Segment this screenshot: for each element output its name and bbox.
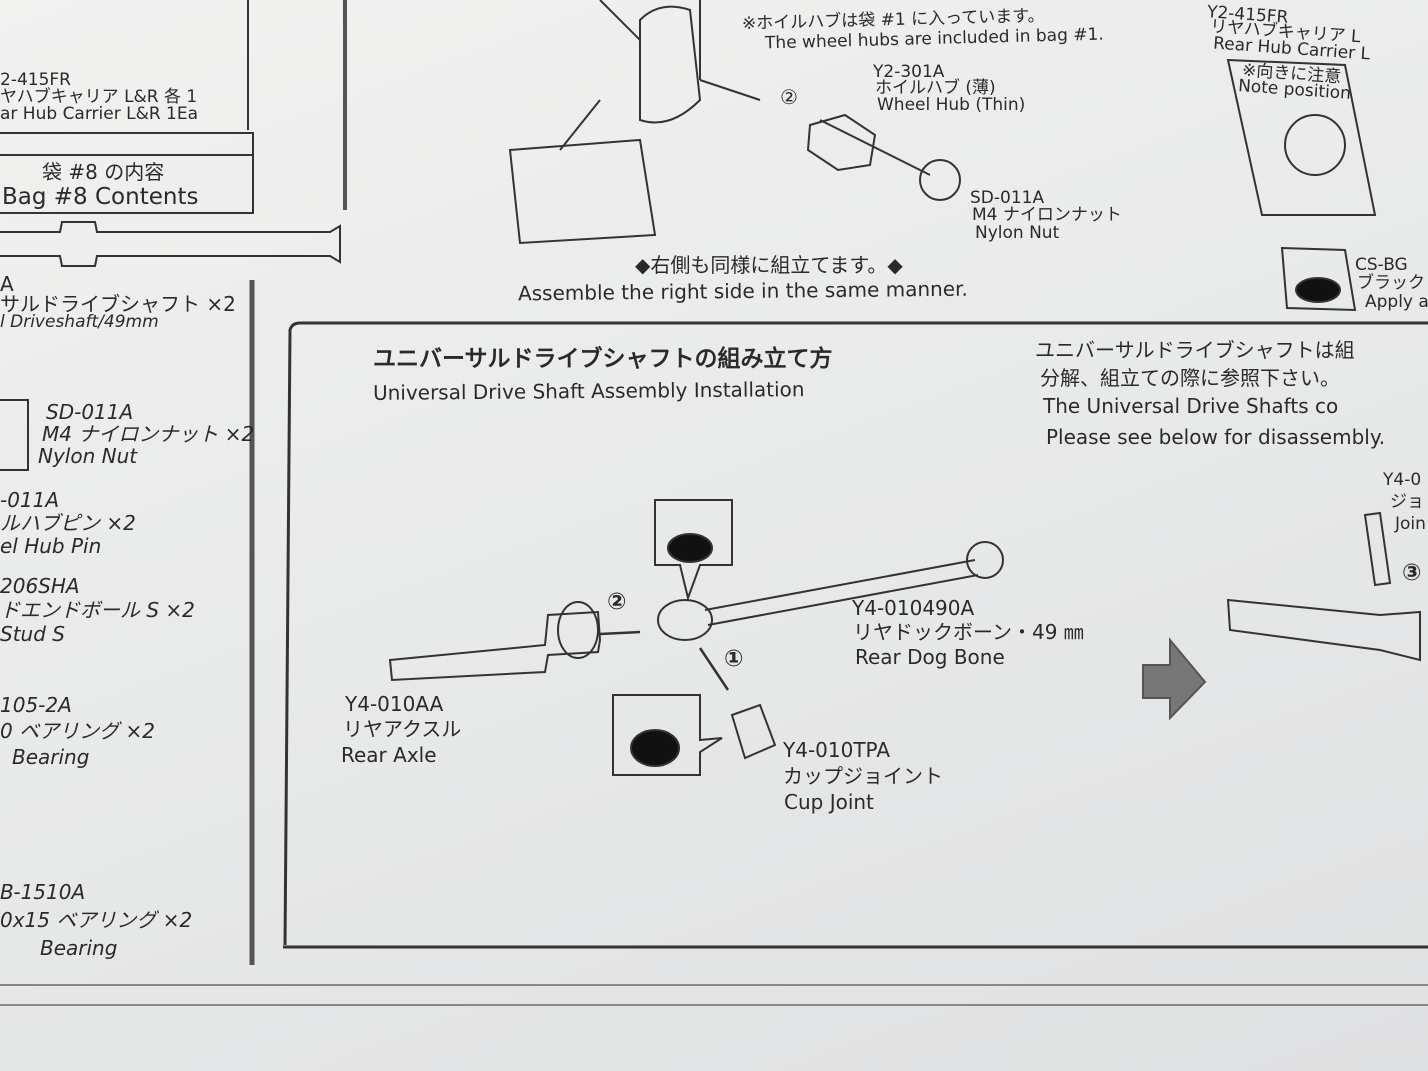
part-code: CS-BG [1355,255,1408,275]
part-code: -011A [0,488,60,512]
panel-border [283,321,1428,946]
step-number: ③ [1402,560,1422,586]
part-name-jp: ジョ [1390,492,1424,512]
note-position-box [1226,58,1377,216]
dog-bone-drawing [704,559,979,626]
part-name-jp: カップジョイント [783,764,943,788]
rear-axle-drawing [388,610,602,682]
cup-joint-drawing [730,703,777,760]
bag-title-en: Bag #8 Contents [2,184,199,210]
part-name-en: Bearing [12,745,90,769]
part-name-jp: サルドライブシャフト ×2 [0,292,236,316]
part-code: 105-2A [0,693,72,717]
axle-line [699,79,931,176]
panel-desc: The Universal Drive Shafts co [1043,394,1339,418]
part-code: 2-415FR [0,70,71,90]
same-side-note-jp: ◆右側も同様に組立てます。◆ [635,253,903,277]
step-number: ① [724,646,744,672]
part-code: SD-011A [46,400,134,424]
part-name-jp: 0x15 ベアリング ×2 [0,908,193,932]
grease-callout [654,499,733,602]
panel-title-en: Universal Drive Shaft Assembly Installat… [372,377,805,405]
grease-icon-box [1280,246,1357,312]
cup-ring-drawing [657,599,713,641]
same-side-note-en: Assemble the right side in the same mann… [517,276,968,306]
detail-callout [508,99,657,245]
part-name-jp: リヤアクスル [343,717,462,741]
part-name-en: Nylon Nut [975,223,1060,243]
part-code: Y2-301A [873,62,945,82]
bag-title-jp: 袋 #8 の内容 [42,160,165,184]
part-code: A [0,272,14,296]
part-name-jp: M4 ナイロンナット ×2 [42,422,255,446]
joint-drawing [1226,511,1421,662]
part-code: Y4-0 [1383,470,1422,490]
next-arrow-icon [1142,637,1207,721]
part-name-en: Nylon Nut [38,444,138,468]
part-code: Y4-010TPA [783,738,891,762]
hub-carrier-drawing [599,0,702,124]
nut-drawing [919,159,961,201]
panel-title-jp: ユニバーサルドライブシャフトの組み立て方 [373,346,833,372]
part-name-jp: ヤハブキャリア L&R 各 1 [0,87,198,107]
part-name-en: Join [1395,514,1426,534]
panel-desc: Please see below for disassembly. [1046,425,1386,449]
step-number: ② [607,589,627,615]
part-name-en: el Hub Pin [0,534,102,558]
panel-desc: 分解、組立ての際に参照下さい。 [1040,366,1340,390]
part-code: SD-011A [970,188,1045,208]
arrow [599,630,730,691]
part-name-en: Rear Axle [341,743,437,767]
part-code: Y4-010AA [345,692,444,716]
part-name-en: l Driveshaft/49mm [0,312,159,332]
grease-jp: ブラック・ [1357,273,1428,293]
part-name-en: Bearing [40,936,118,960]
part-code: 206SHA [0,574,80,598]
part-name-jp: M4 ナイロンナット [972,205,1122,225]
part-name-jp: ルハブピン ×2 [0,511,136,535]
part-name-en: Cup Joint [784,790,874,814]
grease-callout [612,694,723,776]
wheel-hub-drawing [806,113,877,172]
nut-drawing [0,399,29,471]
part-code: B-1510A [0,880,86,904]
driveshaft-drawing [0,221,341,267]
bag-contents-box: 袋 #8 の内容 Bag #8 Contents [0,132,254,214]
part-name-en: ar Hub Carrier L&R 1Ea [0,104,199,124]
part-name-jp: ドエンドボール S ×2 [0,598,195,622]
step-number: ② [780,85,798,109]
part-name-jp: ホイルハブ (薄) [875,78,996,98]
grease-en: Apply a [1365,292,1428,312]
part-name-jp: リヤドックボーン・49 ㎜ [853,620,1084,644]
part-name-en: Wheel Hub (Thin) [877,95,1026,115]
part-name-en: Stud S [0,622,65,646]
part-code: Y4-010490A [852,596,975,620]
panel-desc: ユニバーサルドライブシャフトは組 [1035,338,1355,362]
part-name-en: Rear Dog Bone [855,645,1005,669]
part-name-jp: 0 ベアリング ×2 [0,719,155,743]
